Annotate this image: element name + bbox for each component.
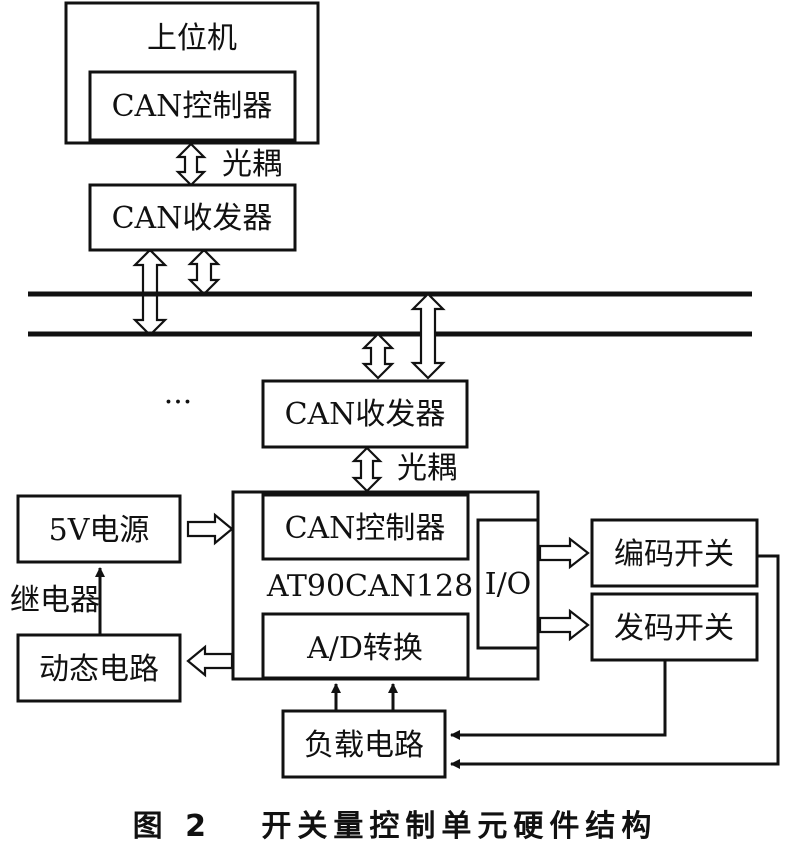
- code-switch-block: [590, 592, 759, 662]
- double-arrow-node-to-lower-bus: [361, 332, 395, 380]
- node-can-controller-block: [261, 493, 470, 561]
- code-switch-label: 发码开关: [614, 611, 734, 646]
- can-transceiver-node-label: CAN收发器: [285, 397, 446, 432]
- load-circuit-block: [281, 709, 447, 779]
- optocoupler-label-bottom: 光耦: [397, 451, 457, 486]
- load-circuit-label: 负载电路: [304, 728, 424, 763]
- double-arrow-io-to-code-switch: [538, 608, 590, 642]
- power-5v-block: [16, 494, 182, 564]
- encoder-switch-label: 编码开关: [614, 537, 734, 572]
- more-nodes-ellipsis: ···: [164, 385, 193, 420]
- ad-converter-block: [261, 612, 470, 680]
- can-transceiver-top-label: CAN收发器: [112, 201, 273, 236]
- double-arrow-node-optocoupler: [351, 446, 383, 493]
- double-arrow-power-to-mcu: [186, 512, 234, 546]
- double-arrow-node-to-upper-bus: [410, 292, 446, 380]
- can-transceiver-node-block: [261, 379, 469, 449]
- io-label: I/O: [485, 567, 532, 602]
- dynamic-circuit-label: 动态电路: [39, 652, 159, 687]
- double-arrow-host-optocoupler: [175, 142, 207, 187]
- can-transceiver-top-block: [88, 183, 297, 252]
- node-can-controller-label: CAN控制器: [285, 511, 446, 546]
- relay-label: 继电器: [10, 583, 100, 618]
- double-arrow-to-upper-bus: [187, 248, 221, 296]
- double-arrow-io-to-encoder: [538, 536, 590, 570]
- mcu-model-label: AT90CAN128: [266, 569, 473, 604]
- host-computer-title: 上位机: [147, 21, 237, 56]
- figure-caption: 图 2 开关量控制单元硬件结构: [133, 809, 658, 844]
- dynamic-circuit-block: [16, 633, 182, 703]
- host-can-controller-label: CAN控制器: [112, 89, 273, 124]
- code-switch-to-load-line: [450, 660, 667, 740]
- io-block: [476, 518, 540, 650]
- power-5v-label: 5V电源: [49, 513, 150, 548]
- optocoupler-label-top: 光耦: [222, 147, 282, 182]
- encoder-switch-block: [590, 518, 759, 588]
- host-can-controller-block: [88, 70, 297, 142]
- encoder-switch-to-load-line: [450, 554, 780, 769]
- ad-converter-label: A/D转换: [306, 631, 423, 666]
- double-arrow-mcu-to-dynamic: [186, 644, 234, 678]
